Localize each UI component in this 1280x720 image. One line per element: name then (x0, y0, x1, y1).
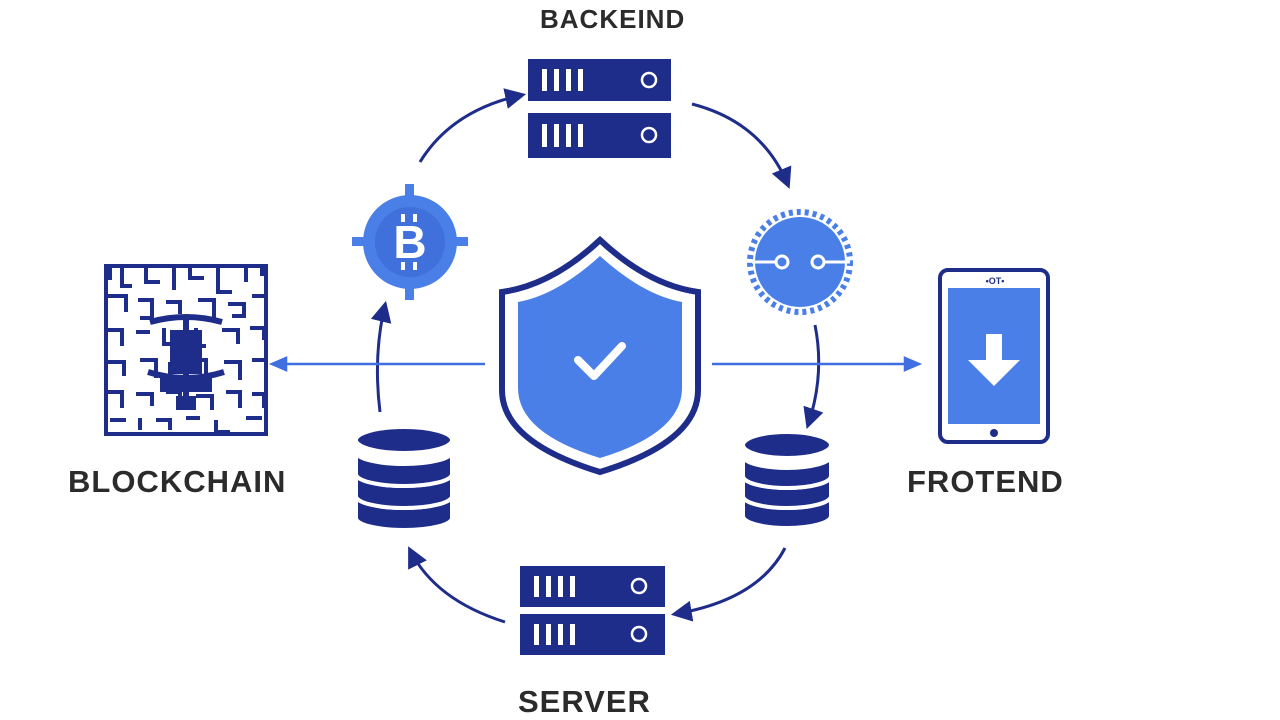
check-icon (574, 342, 626, 380)
backend-label: BACKEIND (540, 4, 686, 34)
cycle-arrows (370, 88, 824, 624)
horizontal-connectors (268, 356, 923, 372)
server-rack-icon (520, 566, 665, 655)
blockchain-qr-center (160, 330, 212, 410)
bitcoin-symbol: B (393, 216, 426, 268)
arrow-database-to-server (670, 547, 787, 622)
arrow-bitcoin-to-backend (418, 88, 527, 163)
arrow-gear-to-database (803, 324, 824, 429)
arrow-backend-to-gear (691, 102, 792, 189)
arrow-database-to-bitcoin (370, 300, 392, 413)
server-label: SERVER (518, 684, 651, 719)
phone-icon (938, 268, 1050, 444)
gear-icon (747, 209, 853, 315)
bitcoin-icon: B (352, 184, 468, 300)
phone-status-text: •ОТ• (985, 276, 1005, 286)
arrow-server-to-database (408, 546, 506, 624)
database-icon (741, 430, 833, 530)
backend-server-icon (528, 59, 671, 158)
blockchain-label: BLOCKCHAIN (68, 464, 287, 499)
frontend-label: FROTEND (907, 464, 1064, 499)
database-icon (354, 425, 454, 532)
security-shield-icon (499, 235, 701, 476)
